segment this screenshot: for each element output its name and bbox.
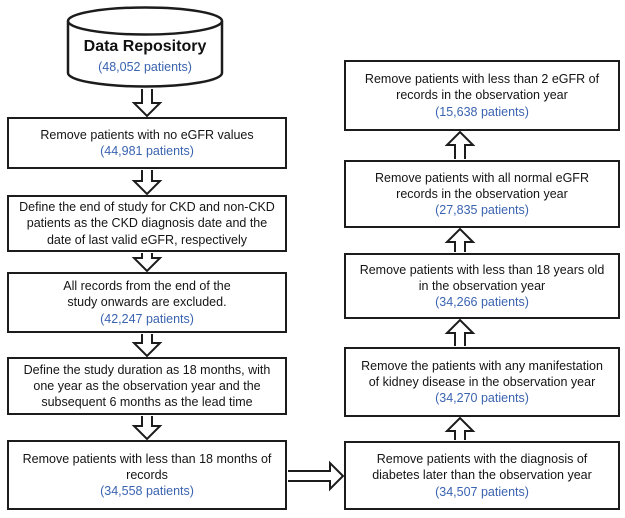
database-cylinder-icon (66, 6, 224, 88)
patient-count: (15,638 patients) (435, 104, 529, 119)
arrow-down-icon (131, 170, 163, 196)
flow-box-text: Remove patients with all normal eGFR rec… (375, 170, 589, 201)
flow-box-text: Define the study duration as 18 months, … (23, 362, 271, 410)
flow-box-text: Define the end of study for CKD and non-… (19, 200, 275, 247)
arrow-up-icon (444, 318, 476, 346)
patient-count: (34,507 patients) (435, 484, 529, 499)
flow-box-study-duration: Define the study duration as 18 months, … (7, 357, 287, 415)
flow-box-no-egfr: Remove patients with no eGFR values (44,… (7, 117, 287, 169)
patient-count: (44,981 patients) (100, 144, 194, 158)
arrow-up-icon (444, 130, 476, 159)
data-repository-cylinder: Data Repository (48,052 patients) (65, 4, 225, 90)
patient-count: (42,247 patients) (100, 311, 194, 326)
arrow-down-icon (131, 253, 163, 273)
flow-box-all-normal-egfr: Remove patients with all normal eGFR rec… (344, 160, 620, 228)
flow-box-text: All records from the end of the study on… (63, 279, 231, 310)
flow-box-text: Remove patients with the diagnosis of di… (372, 452, 592, 483)
arrow-down-icon (131, 416, 163, 441)
flow-box-text: Remove patients with less than 18 months… (22, 451, 272, 482)
patient-count: (34,266 patients) (435, 295, 529, 310)
flow-box-text: Remove the patients with any manifestati… (361, 358, 603, 389)
patient-count: (34,270 patients) (435, 391, 529, 406)
flow-box-diabetes-diagnosis: Remove patients with the diagnosis of di… (344, 441, 620, 510)
patient-count: (27,835 patients) (435, 203, 529, 218)
arrow-down-icon (131, 89, 163, 118)
repository-patient-count: (48,052 patients) (98, 60, 192, 74)
flow-box-records-excluded: All records from the end of the study on… (7, 272, 287, 333)
flow-box-define-end-of-study: Define the end of study for CKD and non-… (7, 195, 287, 252)
arrow-down-icon (131, 334, 163, 358)
flow-box-kidney-disease: Remove the patients with any manifestati… (344, 347, 620, 417)
flow-box-less-2-egfr: Remove patients with less than 2 eGFR of… (344, 60, 620, 131)
flow-box-text: Remove patients with less than 2 eGFR of… (364, 72, 600, 103)
flow-box-text: Remove patients with less than 18 years … (359, 262, 605, 293)
flow-box-less-18-months: Remove patients with less than 18 months… (7, 440, 287, 510)
flow-box-text: Remove patients with no eGFR values (40, 127, 254, 142)
arrow-up-icon (444, 416, 476, 440)
repository-title: Data Repository (83, 38, 207, 55)
flow-box-less-18-years: Remove patients with less than 18 years … (344, 253, 620, 319)
arrow-up-icon (444, 227, 476, 252)
arrow-right-icon (288, 460, 345, 492)
patient-count: (34,558 patients) (100, 484, 194, 499)
